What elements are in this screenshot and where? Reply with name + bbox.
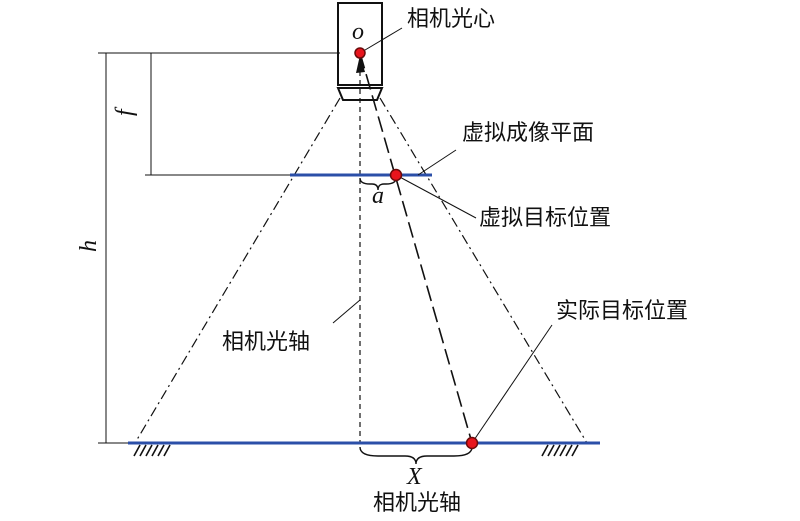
camera-axis-label: 相机光轴	[222, 330, 310, 355]
height-label: h	[76, 240, 102, 252]
ground-hatch-left	[133, 444, 171, 457]
optical-center-label: 相机光心	[407, 7, 495, 32]
origin-label: o	[352, 19, 364, 45]
offset-x-label: X	[406, 464, 423, 490]
leader-virtual-plane	[417, 149, 457, 176]
projection-ray	[359, 52, 473, 444]
actual-target-point	[465, 436, 479, 450]
ground-hatch-right	[541, 444, 579, 457]
virtual-target-point	[389, 168, 403, 182]
leader-actual-target	[471, 324, 553, 444]
leader-optical-center	[359, 27, 403, 54]
fov-left-line	[134, 97, 341, 444]
virtual-target-label: 虚拟目标位置	[479, 206, 611, 231]
leader-virtual-target	[395, 174, 477, 219]
offset-x-brace	[359, 446, 473, 465]
fov-right-line	[379, 97, 588, 444]
leader-camera-axis	[332, 299, 361, 324]
virtual-plane-label: 虚拟成像平面	[462, 121, 594, 146]
offset-a-brace	[359, 177, 397, 191]
camera-axis-bottom-label: 相机光轴	[373, 491, 461, 516]
focal-length-label: f	[112, 106, 138, 116]
optical-center-point	[354, 47, 366, 59]
projection-ray-arrowhead	[356, 55, 365, 73]
actual-target-label: 实际目标位置	[556, 299, 688, 324]
offset-a-label: a	[372, 183, 384, 209]
